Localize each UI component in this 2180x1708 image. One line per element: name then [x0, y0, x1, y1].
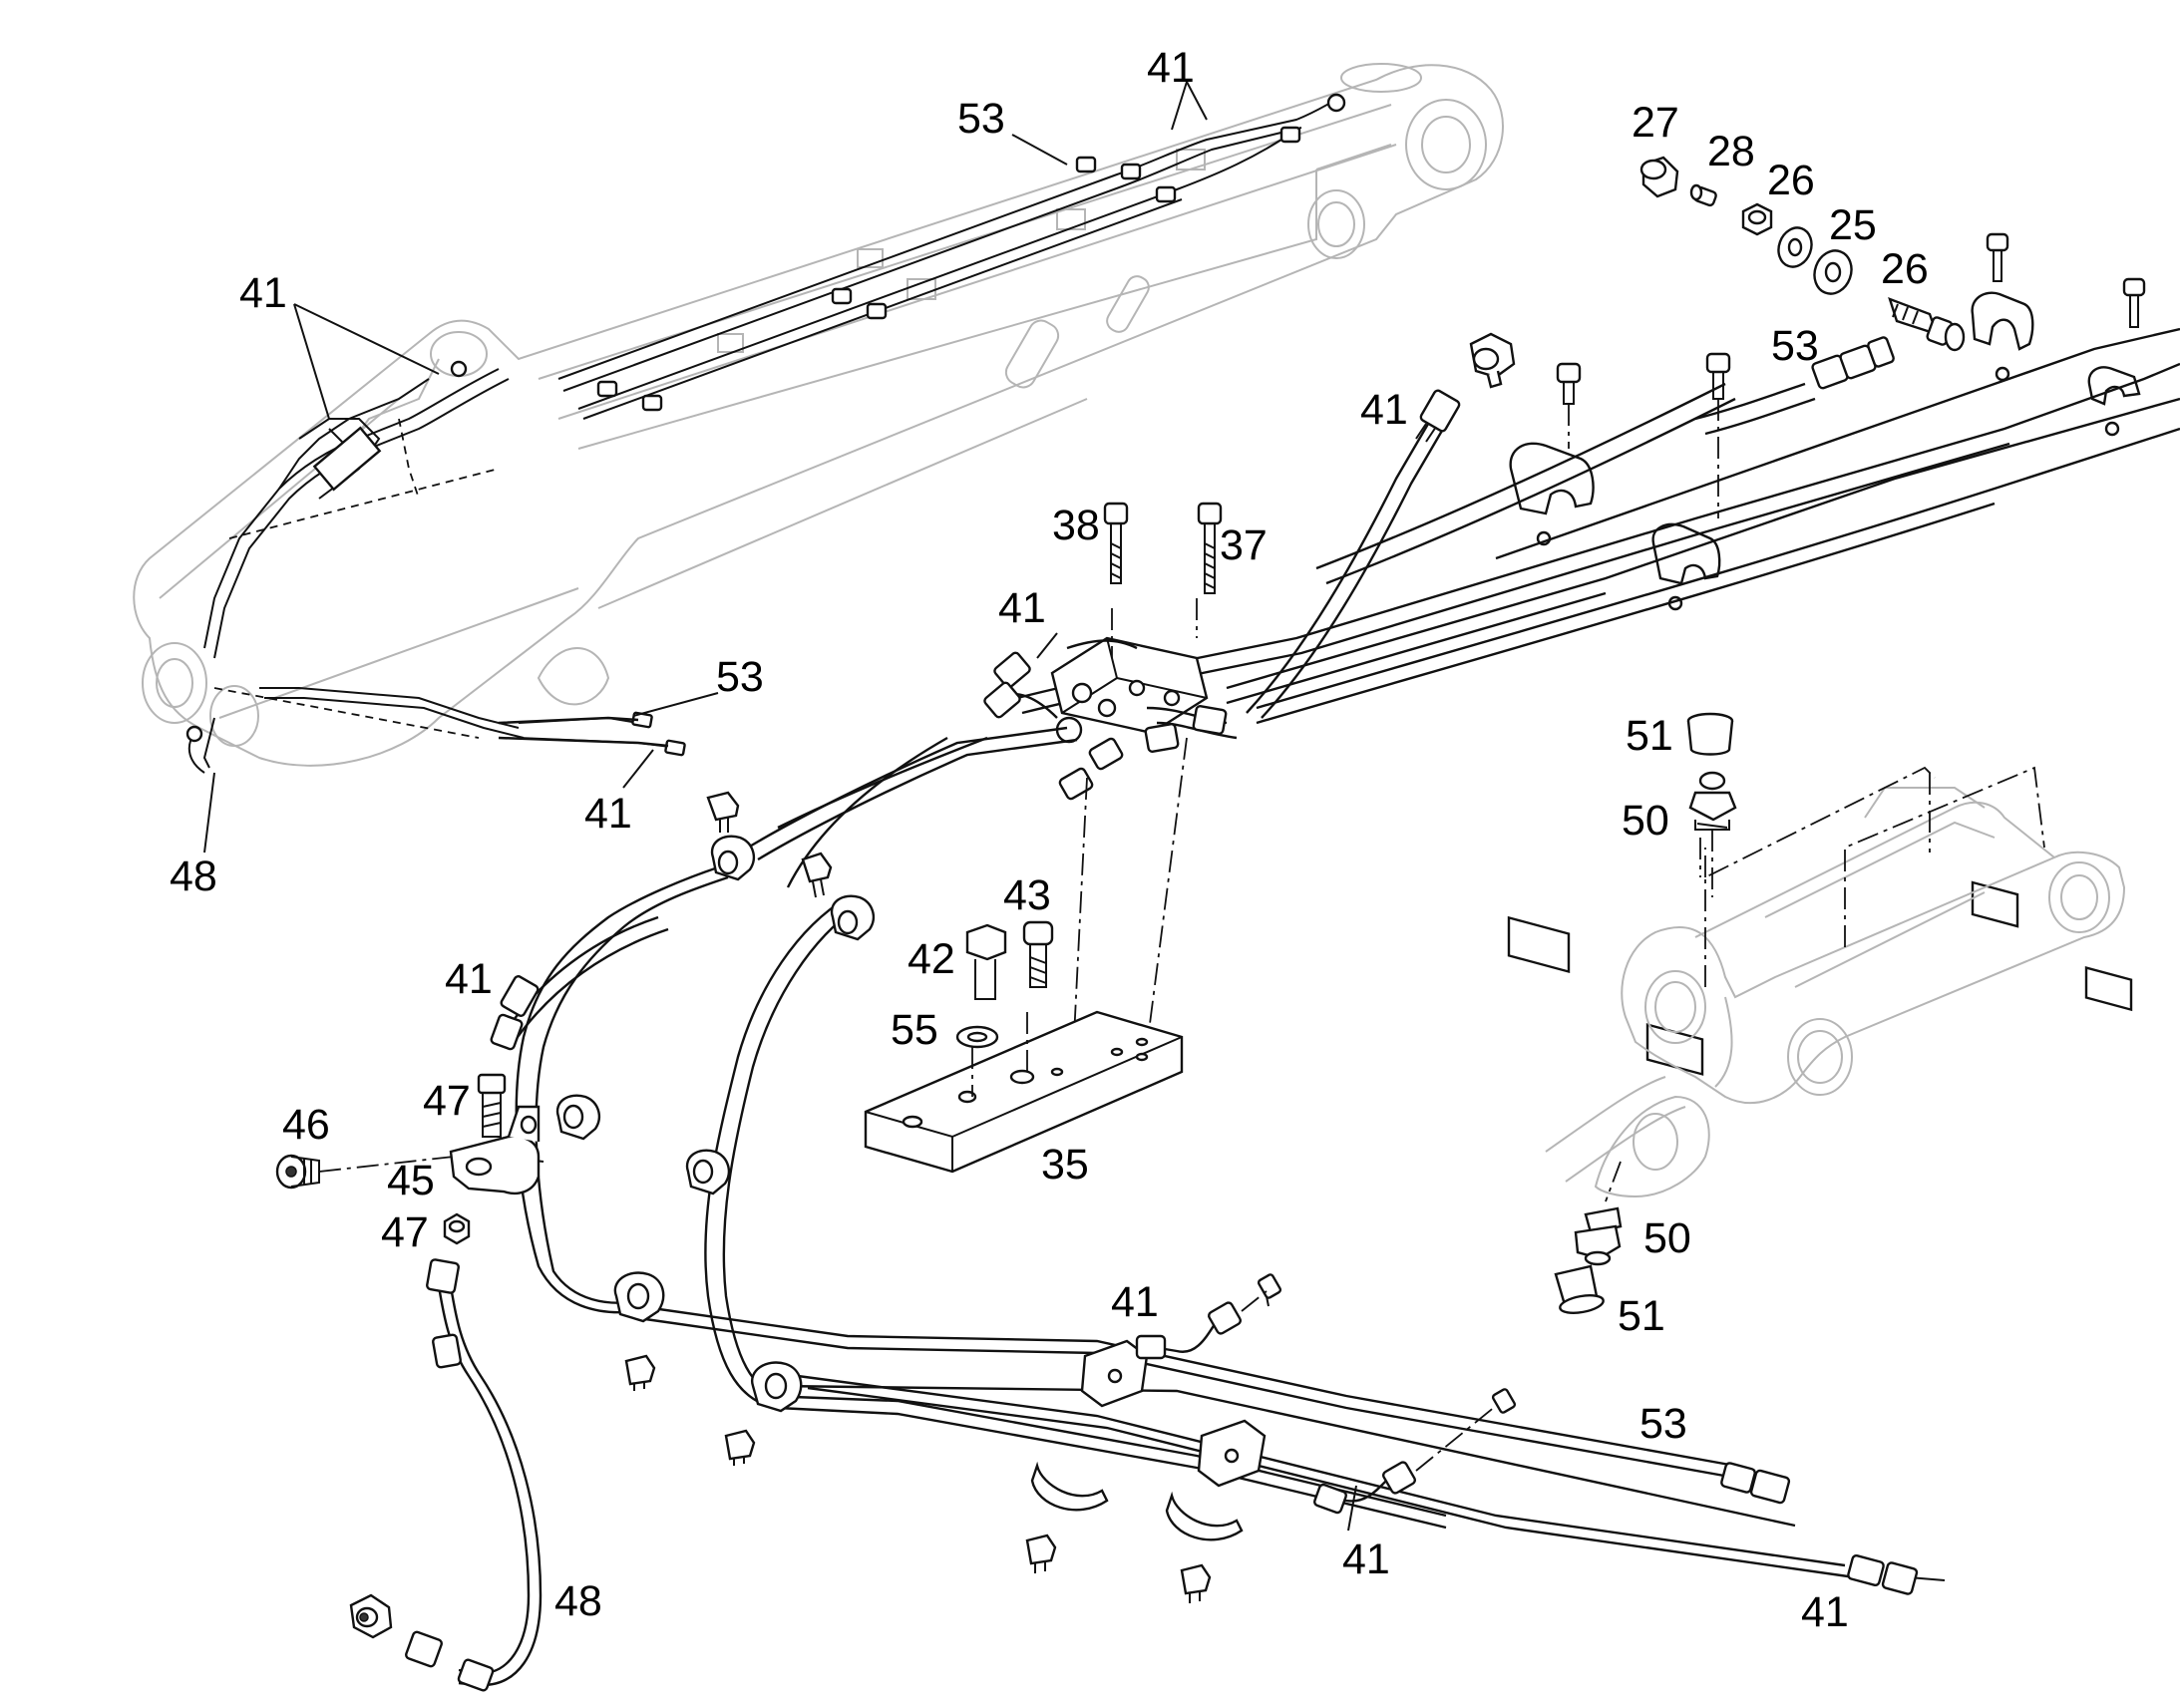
clamp-upper-a: [706, 791, 755, 881]
leader-lines: [203, 81, 1946, 1581]
label-50-bottom: 50: [1643, 1214, 1691, 1262]
washer-25b: [1813, 249, 1853, 295]
grease-cap-51-top: [1686, 712, 1734, 756]
clamp-upper-b: [801, 852, 875, 941]
mounting-plate-35: [864, 1010, 1184, 1174]
boom-bottom-hoses: [498, 716, 669, 748]
fitting-41-bottom-mid: [1313, 1388, 1517, 1515]
label-41-boom-left: 41: [239, 269, 287, 317]
label-45: 45: [387, 1157, 435, 1204]
hose-53-upper: [1315, 336, 1895, 585]
plug-28: [1689, 183, 1717, 207]
block-clamp-low: [1197, 1419, 1267, 1488]
label-47-upper: 47: [423, 1077, 471, 1125]
part-labels: 41 53 41 53 41 48 27 28 26 25 26 53 41 3…: [170, 44, 1929, 1636]
linkage-assembly: [1545, 766, 2126, 1202]
label-53-boom-top: 53: [957, 95, 1005, 143]
label-47-lower: 47: [381, 1208, 429, 1256]
bolt-upper-right-1: [1986, 232, 2009, 282]
label-53-bottom-right: 53: [1639, 1400, 1687, 1448]
grease-cap-51-bottom: [1554, 1264, 1605, 1314]
hose-41-left: [490, 915, 669, 1051]
hose-41-elbow: [1246, 332, 1516, 719]
label-46: 46: [282, 1101, 330, 1149]
label-41-mid: 41: [1111, 1278, 1159, 1326]
clamp-mid-2: [1645, 352, 1731, 1076]
label-50-top: 50: [1622, 797, 1669, 845]
nipple-47-upper: [477, 1073, 507, 1138]
fitting-53-bottom: [1720, 1462, 1791, 1505]
left-bracket-assembly: [275, 915, 669, 1692]
label-25: 25: [1829, 201, 1877, 249]
label-51-bottom: 51: [1618, 1292, 1665, 1340]
label-41-bottom-mid: 41: [1342, 1536, 1390, 1583]
label-51-top: 51: [1626, 712, 1673, 760]
bracket-45: [449, 1105, 541, 1196]
hose-end-fittings: [1135, 1273, 1919, 1595]
bolt-42: [965, 923, 1007, 1000]
label-27: 27: [1632, 99, 1679, 147]
label-42: 42: [908, 935, 955, 983]
nut-47-lower: [443, 1212, 471, 1245]
label-41-bottom-right: 41: [1801, 1588, 1849, 1636]
adapter-26-lower: [1888, 297, 1966, 352]
bolt-38: [1103, 502, 1129, 584]
clamp-lower-left: [685, 1149, 730, 1196]
elbow-fitting: [1469, 332, 1516, 389]
clamp-bottom-b: [724, 1361, 803, 1466]
clamp-bottom-a: [613, 1271, 665, 1391]
label-28: 28: [1707, 128, 1755, 175]
valve-block: [983, 598, 1238, 1078]
washer-25a: [1777, 226, 1813, 268]
block-clamp-mid: [1080, 1339, 1149, 1408]
clamp-mid-left: [555, 1094, 600, 1141]
bolt-37: [1197, 502, 1223, 594]
hose-48-bottom: [349, 1258, 543, 1692]
bolt-upper-right-2: [2122, 277, 2146, 328]
label-53-boom-bottom: 53: [716, 653, 764, 701]
bolt-46: [275, 1154, 320, 1190]
label-41-boom-top: 41: [1147, 44, 1195, 92]
label-26-lower: 26: [1881, 245, 1929, 293]
label-48-bottom: 48: [554, 1577, 602, 1625]
fitting-41-bottom-right: [1847, 1553, 1919, 1595]
label-41-block: 41: [998, 584, 1046, 632]
p-clamps-left: [555, 791, 1267, 1603]
nut-26-upper: [1741, 202, 1773, 236]
fitting-stack-upper-right: [1639, 156, 1966, 352]
bolt-43: [1022, 920, 1054, 988]
label-48-boom: 48: [170, 853, 217, 900]
grease-nipple-50-bottom: [1574, 1206, 1623, 1266]
cap-nut-27: [1639, 156, 1679, 198]
label-35: 35: [1041, 1141, 1089, 1189]
label-55: 55: [891, 1006, 938, 1054]
label-41-boom-bottom: 41: [584, 790, 632, 838]
fitting-41-mid: [1135, 1273, 1282, 1360]
label-41-elbow: 41: [1360, 386, 1408, 434]
label-53-right-top: 53: [1771, 322, 1819, 370]
boom-arm: [133, 63, 1504, 767]
washer-55: [955, 1025, 999, 1049]
label-43: 43: [1003, 871, 1051, 919]
label-26-upper: 26: [1767, 157, 1815, 204]
u-clamp-lower-2: [1165, 1491, 1244, 1603]
label-41-left-hose: 41: [445, 955, 493, 1003]
label-37: 37: [1220, 521, 1268, 569]
grease-nipple-50-top: [1688, 771, 1737, 897]
u-clamp-lower-1: [1025, 1461, 1109, 1573]
label-38: 38: [1052, 502, 1100, 549]
